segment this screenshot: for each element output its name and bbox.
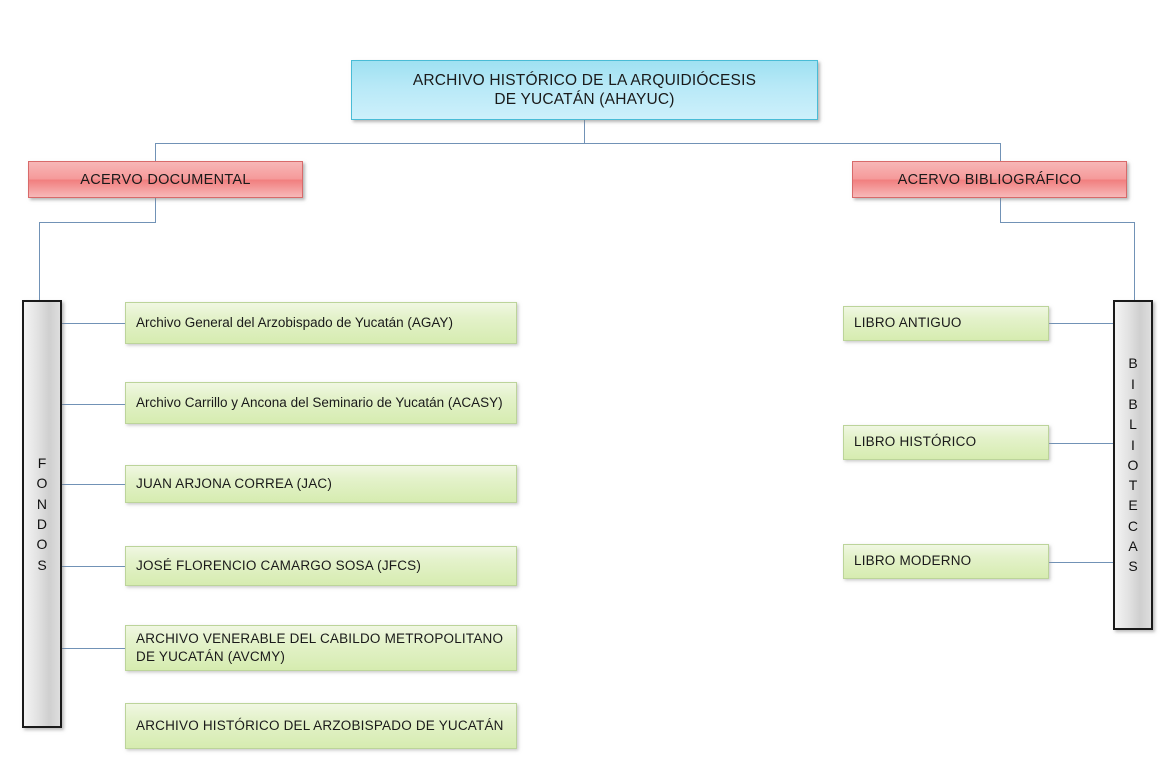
spine-letter: O (36, 475, 48, 492)
spine-letter: D (36, 516, 48, 532)
spine-letter: C (1127, 517, 1139, 534)
connector-spine-to-book-3 (1048, 562, 1113, 563)
connector-spine-to-book-1 (1048, 323, 1113, 324)
spine-letter: I (1131, 375, 1135, 392)
connector-root-bus (155, 143, 1001, 144)
spine-letter: N (36, 495, 48, 512)
branch-node-acervo-documental[interactable]: ACERVO DOCUMENTAL (28, 161, 303, 198)
leaf-node-jac[interactable]: JUAN ARJONA CORREA (JAC) (125, 465, 517, 503)
spine-letter: S (1128, 558, 1138, 575)
leaf-node-avcmy[interactable]: ARCHIVO VENERABLE DEL CABILDO METROPOLIT… (125, 625, 517, 671)
connector-spine-to-book-2 (1048, 443, 1113, 444)
leaf-node-libro-moderno[interactable]: LIBRO MODERNO (843, 544, 1049, 579)
spine-letter: B (1128, 395, 1138, 412)
spine-letter: O (36, 536, 48, 553)
connector-root-to-documental (155, 143, 156, 162)
root-node-line1: ARCHIVO HISTÓRICO DE LA ARQUIDIÓCESIS (412, 71, 757, 89)
connector-spine-to-leaf-1 (62, 323, 126, 324)
leaf-node-archivo-historico-arzobispado[interactable]: ARCHIVO HISTÓRICO DEL ARZOBISPADO DE YUC… (125, 703, 517, 749)
branch-label-acervo-bibliografico: ACERVO BIBLIOGRÁFICO (897, 171, 1082, 188)
leaf-label-libro-moderno: LIBRO MODERNO (854, 553, 972, 569)
leaf-node-libro-historico[interactable]: LIBRO HISTÓRICO (843, 425, 1049, 460)
spine-letter: A (1128, 538, 1138, 555)
connector-documental-elbow (39, 222, 156, 223)
spine-letter: T (1128, 477, 1138, 494)
connector-spine-to-leaf-2 (62, 404, 126, 405)
spine-letter: B (1128, 355, 1138, 372)
root-node-line2: DE YUCATÁN (AHAYUC) (494, 91, 675, 108)
leaf-label-agay: Archivo General del Arzobispado de Yucat… (136, 314, 453, 330)
spine-fondos[interactable]: F O N D O S (22, 300, 62, 728)
root-node[interactable]: ARCHIVO HISTÓRICO DE LA ARQUIDIÓCESIS DE… (351, 60, 818, 120)
spine-bibliotecas-letters: B I B L I O T E C A S (1128, 353, 1139, 576)
connector-root-to-bibliografico (1000, 143, 1001, 162)
spine-letter: E (1128, 497, 1138, 514)
leaf-label-libro-antiguo: LIBRO ANTIGUO (854, 315, 962, 331)
branch-node-acervo-bibliografico[interactable]: ACERVO BIBLIOGRÁFICO (852, 161, 1127, 198)
leaf-node-agay[interactable]: Archivo General del Arzobispado de Yucat… (125, 302, 517, 344)
spine-letter: F (37, 455, 47, 472)
leaf-label-acasy: Archivo Carrillo y Ancona del Seminario … (136, 394, 503, 410)
connector-documental-to-spine (39, 222, 40, 300)
spine-fondos-letters: F O N D O S (37, 453, 48, 575)
leaf-label-libro-historico: LIBRO HISTÓRICO (854, 434, 977, 450)
spine-letter: L (1129, 416, 1137, 433)
spine-letter: I (1131, 436, 1135, 453)
leaf-label-jac: JUAN ARJONA CORREA (JAC) (136, 475, 333, 491)
leaf-node-acasy[interactable]: Archivo Carrillo y Ancona del Seminario … (125, 382, 517, 424)
connector-spine-to-leaf-5 (62, 648, 126, 649)
connector-bibliografico-stem (1000, 198, 1001, 222)
connector-bibliografico-elbow (1000, 222, 1134, 223)
branch-label-acervo-documental: ACERVO DOCUMENTAL (80, 171, 251, 188)
spine-letter: S (37, 556, 47, 573)
connector-bibliografico-to-spine (1134, 222, 1135, 300)
leaf-label-archivo-historico-arzobispado: ARCHIVO HISTÓRICO DEL ARZOBISPADO DE YUC… (136, 717, 504, 733)
connector-root-stem (584, 120, 585, 143)
connector-spine-to-leaf-3 (62, 484, 126, 485)
leaf-label-avcmy: ARCHIVO VENERABLE DEL CABILDO METROPOLIT… (136, 630, 504, 664)
spine-bibliotecas[interactable]: B I B L I O T E C A S (1113, 300, 1153, 630)
connector-spine-to-leaf-4 (62, 566, 126, 567)
leaf-label-jfcs: JOSÉ FLORENCIO CAMARGO SOSA (JFCS) (136, 557, 422, 573)
spine-letter: O (1127, 456, 1139, 473)
connector-documental-stem (155, 198, 156, 222)
leaf-node-jfcs[interactable]: JOSÉ FLORENCIO CAMARGO SOSA (JFCS) (125, 546, 517, 586)
leaf-node-libro-antiguo[interactable]: LIBRO ANTIGUO (843, 306, 1049, 341)
